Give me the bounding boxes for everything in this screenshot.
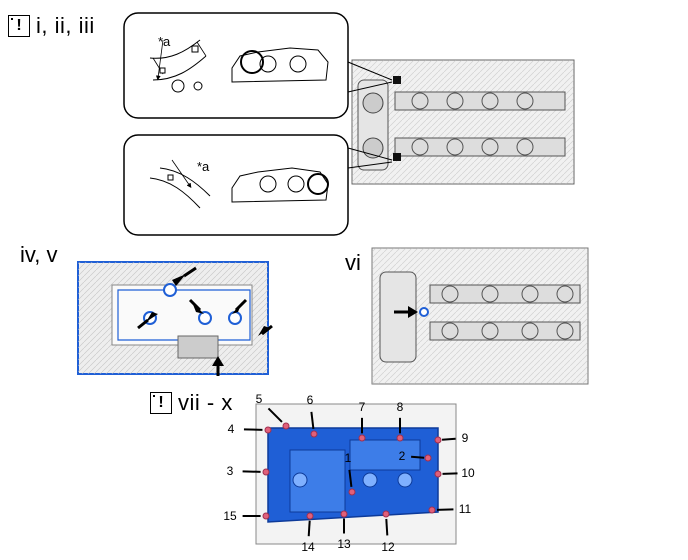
bolt-number: 10 <box>461 466 475 480</box>
step-label: vii - x <box>178 390 233 415</box>
bolt-marker <box>358 434 366 442</box>
bolt-marker <box>264 426 272 434</box>
bolt-6: 6 <box>307 393 318 438</box>
bolt-marker <box>348 488 356 496</box>
bolt-marker <box>434 436 442 444</box>
bolt-1: 1 <box>345 451 356 496</box>
step-vii-x: ! vii - x <box>150 390 233 416</box>
bolt-number: 5 <box>256 392 263 406</box>
bolt-arrow <box>441 437 456 441</box>
bolt-8: 8 <box>396 400 404 442</box>
caution-icon: ! <box>150 392 172 414</box>
bolt-5: 5 <box>256 392 290 430</box>
bolt-number: 11 <box>459 502 472 516</box>
bolt-marker <box>434 470 442 478</box>
callout-box-bottom <box>123 134 393 236</box>
bolt-12: 12 <box>381 510 395 554</box>
bolt-marker <box>262 512 270 520</box>
bolt-15: 15 <box>223 509 270 523</box>
step-vi-label: vi <box>345 250 361 275</box>
cylinder-head-cover-view <box>77 261 273 376</box>
bolt-arrow <box>243 428 263 431</box>
callout-box-top <box>123 12 393 119</box>
bolt-4: 4 <box>228 422 272 436</box>
cover-bolt-sequence <box>255 403 457 545</box>
bolt-number: 7 <box>359 400 366 414</box>
callout-a-bottom: *a <box>197 159 210 174</box>
bolt-number: 3 <box>227 464 234 478</box>
bolt-arrow <box>385 518 389 536</box>
bolt-marker <box>424 454 432 462</box>
cylinder-head-top <box>351 59 575 185</box>
cylinder-head-vi <box>371 247 589 385</box>
bolt-marker <box>262 468 270 476</box>
bolt-arrow <box>348 469 353 488</box>
bolt-marker <box>310 430 318 438</box>
bolt-13: 13 <box>337 510 351 551</box>
step-i-iii: ! i, ii, iii <box>8 13 95 39</box>
bolt-marker <box>306 512 314 520</box>
callout-a-top: *a <box>158 34 171 49</box>
caution-icon: ! <box>8 15 30 37</box>
bolt-number: 12 <box>381 540 395 554</box>
bolt-marker <box>282 422 290 430</box>
bolt-arrow <box>242 470 261 473</box>
bolt-marker <box>396 434 404 442</box>
bolt-number: 2 <box>399 449 406 463</box>
bolt-7: 7 <box>358 400 366 442</box>
step-label: i, ii, iii <box>36 13 95 38</box>
bolt-10: 10 <box>434 466 475 480</box>
step-iv-v-label: iv, v <box>20 242 58 267</box>
bolt-marker <box>340 510 348 518</box>
bolt-number: 14 <box>301 540 315 554</box>
bolt-arrow <box>307 520 311 537</box>
bolt-number: 1 <box>345 451 352 465</box>
bolt-arrow <box>310 411 315 430</box>
bolt-arrow <box>436 508 454 511</box>
bolt-11: 11 <box>428 502 472 516</box>
bolt-number: 15 <box>223 509 237 523</box>
bolt-arrow <box>442 472 458 475</box>
bolt-number: 6 <box>307 393 314 407</box>
bolt-14: 14 <box>301 512 315 554</box>
bolt-number: 9 <box>462 431 469 445</box>
bolt-arrow <box>267 407 283 423</box>
bolt-3: 3 <box>227 464 270 478</box>
bolt-marker <box>382 510 390 518</box>
bolt-2: 2 <box>399 449 432 463</box>
bolt-marker <box>428 506 436 514</box>
bolt-arrow <box>411 455 425 459</box>
bolt-9: 9 <box>434 431 469 445</box>
bolt-number: 4 <box>228 422 235 436</box>
bolt-number: 8 <box>397 400 404 414</box>
bolt-number: 13 <box>337 537 351 551</box>
